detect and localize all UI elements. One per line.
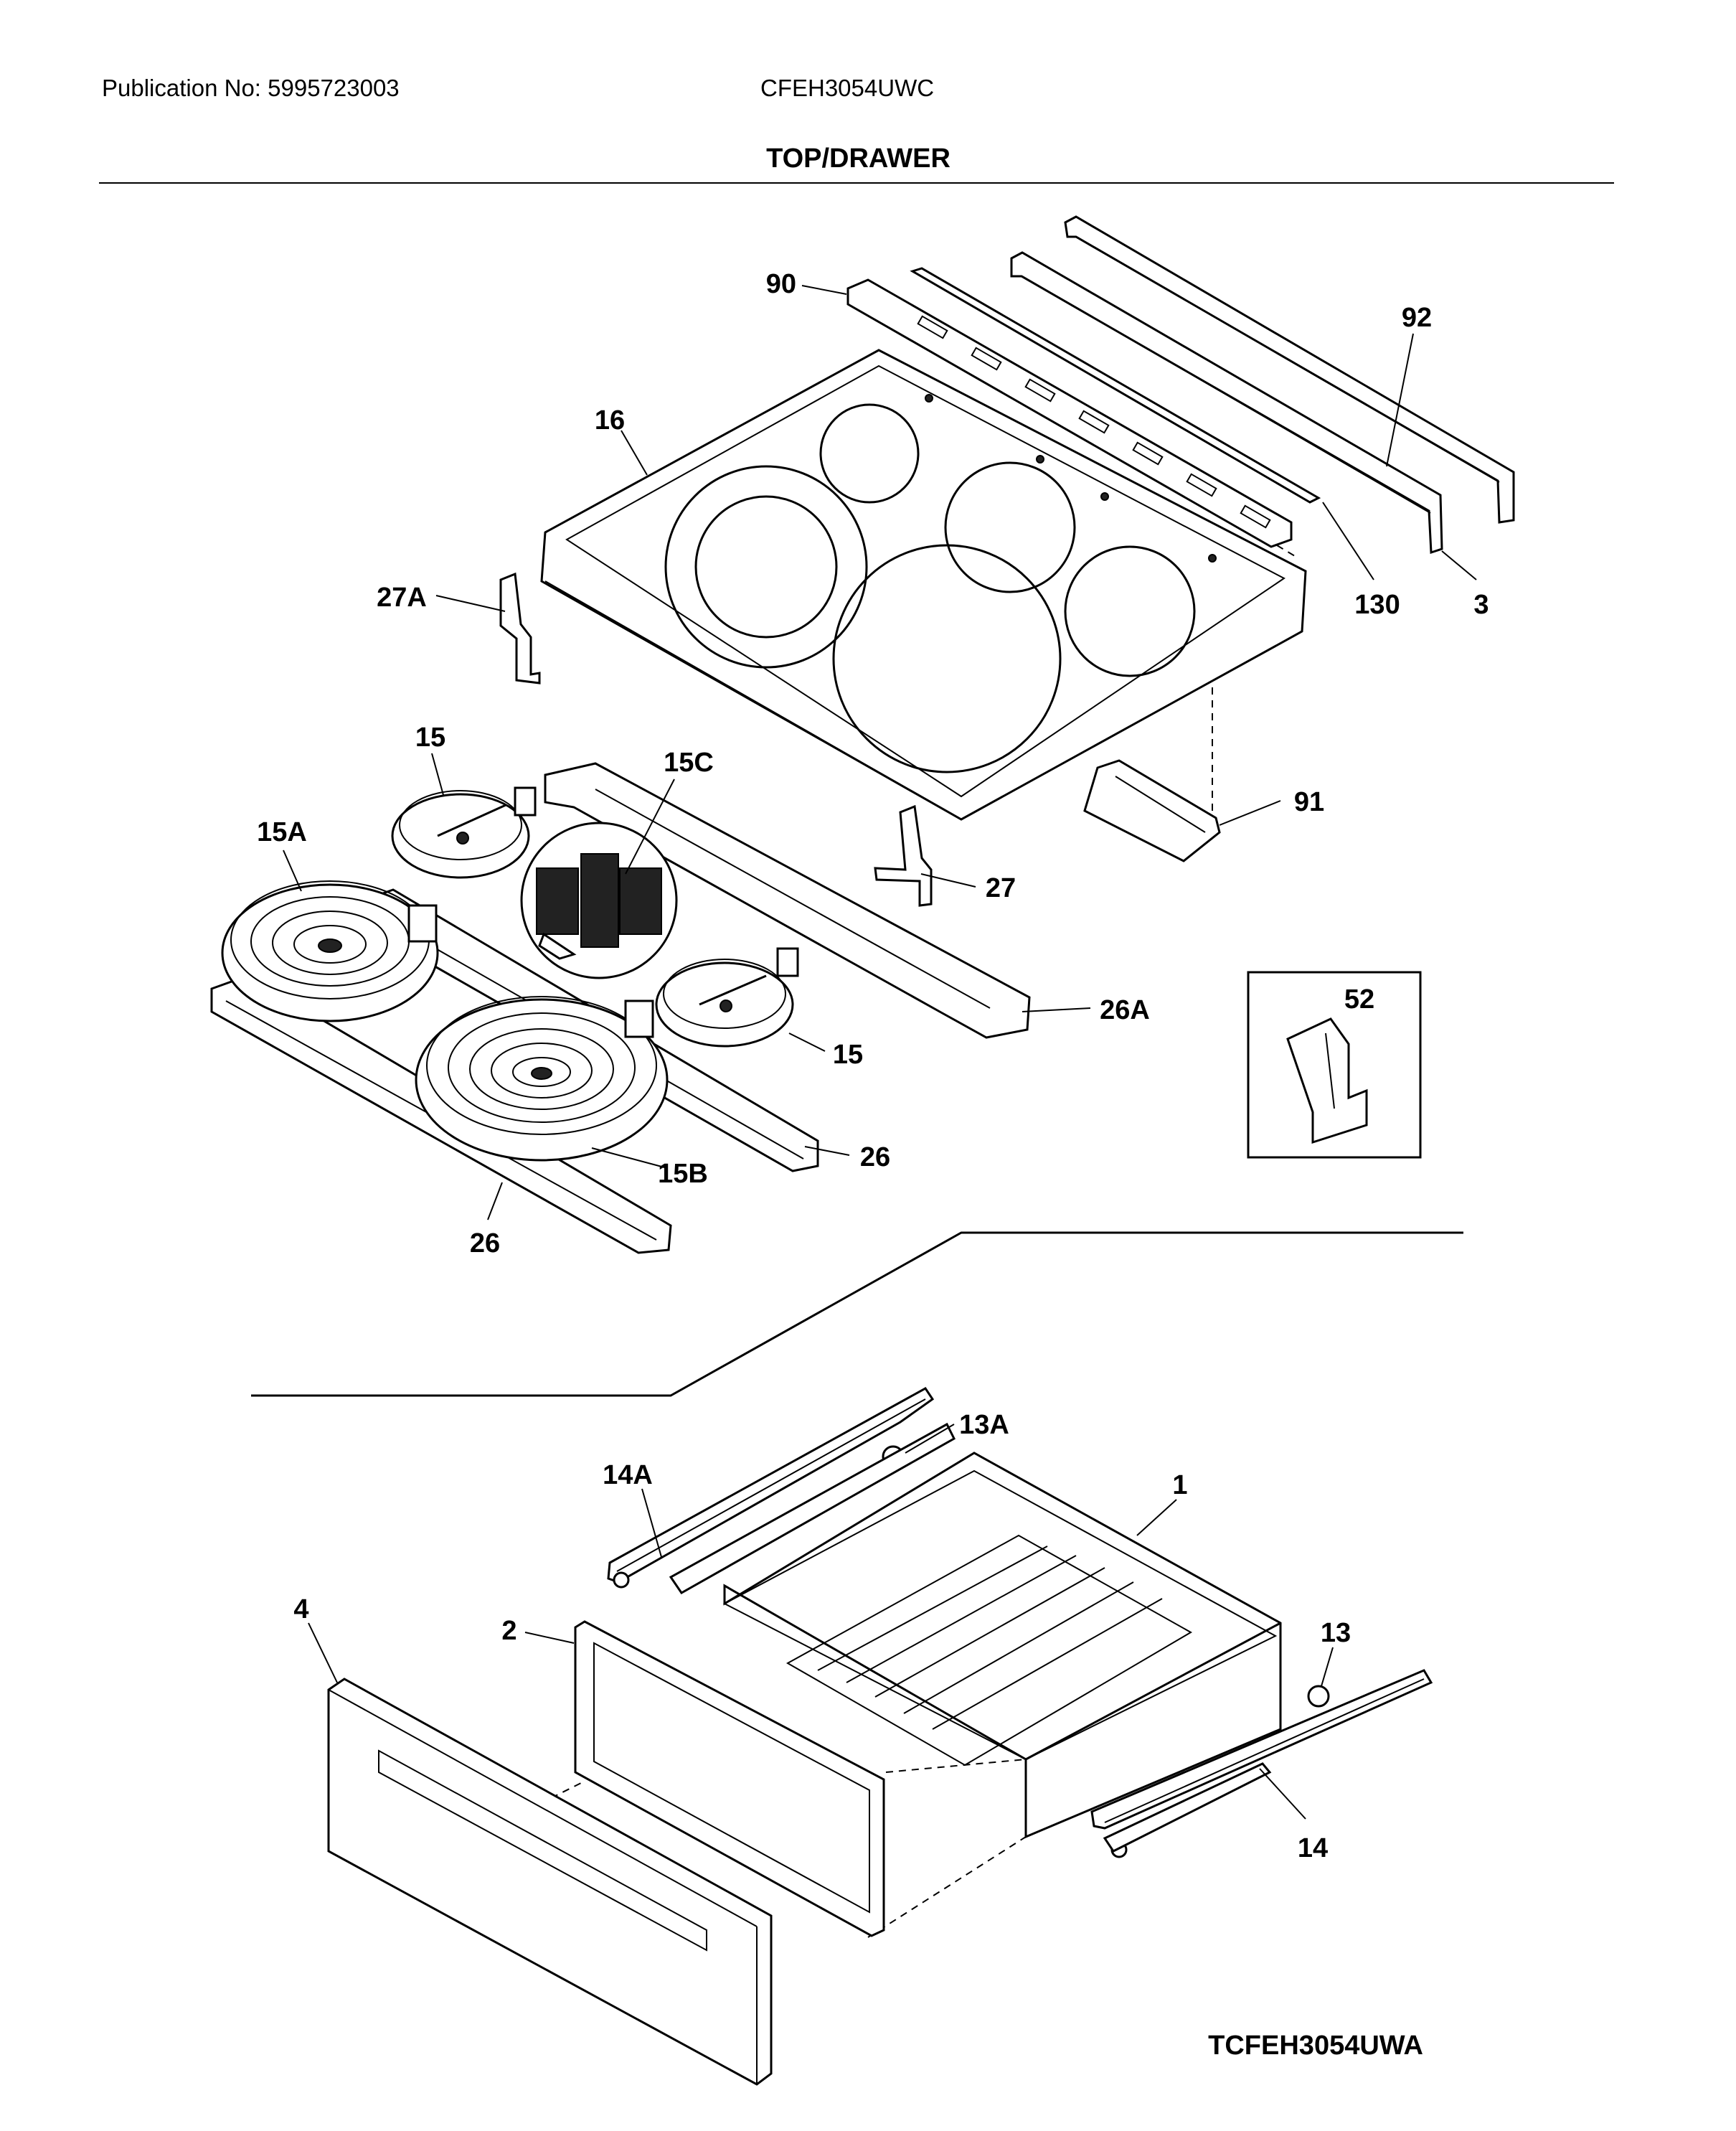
callout-15-lower: 15 xyxy=(833,1040,863,1070)
model-number: CFEH3054UWC xyxy=(760,75,935,101)
part-element-15-upper[interactable] xyxy=(391,786,537,879)
callout-52: 52 xyxy=(1344,984,1374,1015)
part-drawer-front-4[interactable] xyxy=(327,1678,773,2086)
part-roller-13[interactable] xyxy=(1307,1685,1330,1708)
part-support-26A[interactable] xyxy=(544,762,1031,1039)
part-inner-panel-2[interactable] xyxy=(574,1620,885,1937)
part-slide-rail-14[interactable] xyxy=(1090,1669,1433,1858)
drawer-alignment-lines xyxy=(516,1759,1027,1938)
part-slide-rail-14A[interactable] xyxy=(607,1387,935,1589)
callout-1: 1 xyxy=(1172,1470,1187,1500)
part-rear-bracket-3[interactable] xyxy=(1010,251,1443,555)
diagram-reference-code: TCFEH3054UWA xyxy=(1208,2031,1423,2061)
part-bracket-27A[interactable] xyxy=(499,572,541,685)
part-inset-52[interactable] xyxy=(1247,971,1422,1159)
callout-26-left: 26 xyxy=(470,1228,500,1259)
callout-15-upper: 15 xyxy=(415,723,445,753)
callout-91: 91 xyxy=(1294,787,1324,817)
section-title: TOP/DRAWER xyxy=(766,144,950,174)
part-bracket-27[interactable] xyxy=(874,804,933,907)
callout-27A: 27A xyxy=(377,583,427,613)
part-coil-element-15A[interactable] xyxy=(221,880,439,1022)
callout-15A: 15A xyxy=(257,817,307,847)
header-divider xyxy=(99,182,1614,184)
callout-16: 16 xyxy=(595,405,625,436)
callout-2: 2 xyxy=(501,1616,516,1646)
part-strip-130[interactable] xyxy=(910,267,1321,504)
callout-labels: 90 92 16 27A 130 3 15 15C 91 15A 27 26A … xyxy=(257,269,1489,1863)
part-drawer-body-1[interactable] xyxy=(669,1422,1282,1839)
callout-27: 27 xyxy=(986,873,1016,903)
callout-14: 14 xyxy=(1298,1833,1328,1863)
part-radiant-element-15C[interactable] xyxy=(520,822,678,979)
callout-26A: 26A xyxy=(1100,995,1150,1025)
callout-15C: 15C xyxy=(664,748,714,778)
callout-4: 4 xyxy=(293,1594,308,1624)
callout-26-right: 26 xyxy=(860,1142,890,1172)
callout-15B: 15B xyxy=(658,1159,708,1189)
part-shield-91[interactable] xyxy=(1083,759,1221,862)
alignment-lines xyxy=(1212,545,1299,825)
callout-14A: 14A xyxy=(603,1460,653,1490)
part-cooktop-16[interactable] xyxy=(540,349,1307,821)
part-element-15-lower[interactable] xyxy=(655,947,799,1048)
callout-90: 90 xyxy=(766,269,796,299)
callout-92: 92 xyxy=(1402,303,1432,333)
publication-number: Publication No: 5995723003 xyxy=(102,75,400,101)
leader-lines xyxy=(283,285,1477,1820)
callout-3: 3 xyxy=(1473,590,1489,620)
part-rear-trim-92[interactable] xyxy=(1064,215,1515,524)
callout-130: 130 xyxy=(1354,590,1400,620)
part-coil-element-15B[interactable] xyxy=(415,996,669,1162)
callout-13: 13 xyxy=(1321,1618,1351,1648)
part-vent-trim-90[interactable] xyxy=(846,278,1293,548)
section-divider-line xyxy=(251,1231,1463,1397)
callout-13A: 13A xyxy=(959,1410,1009,1440)
